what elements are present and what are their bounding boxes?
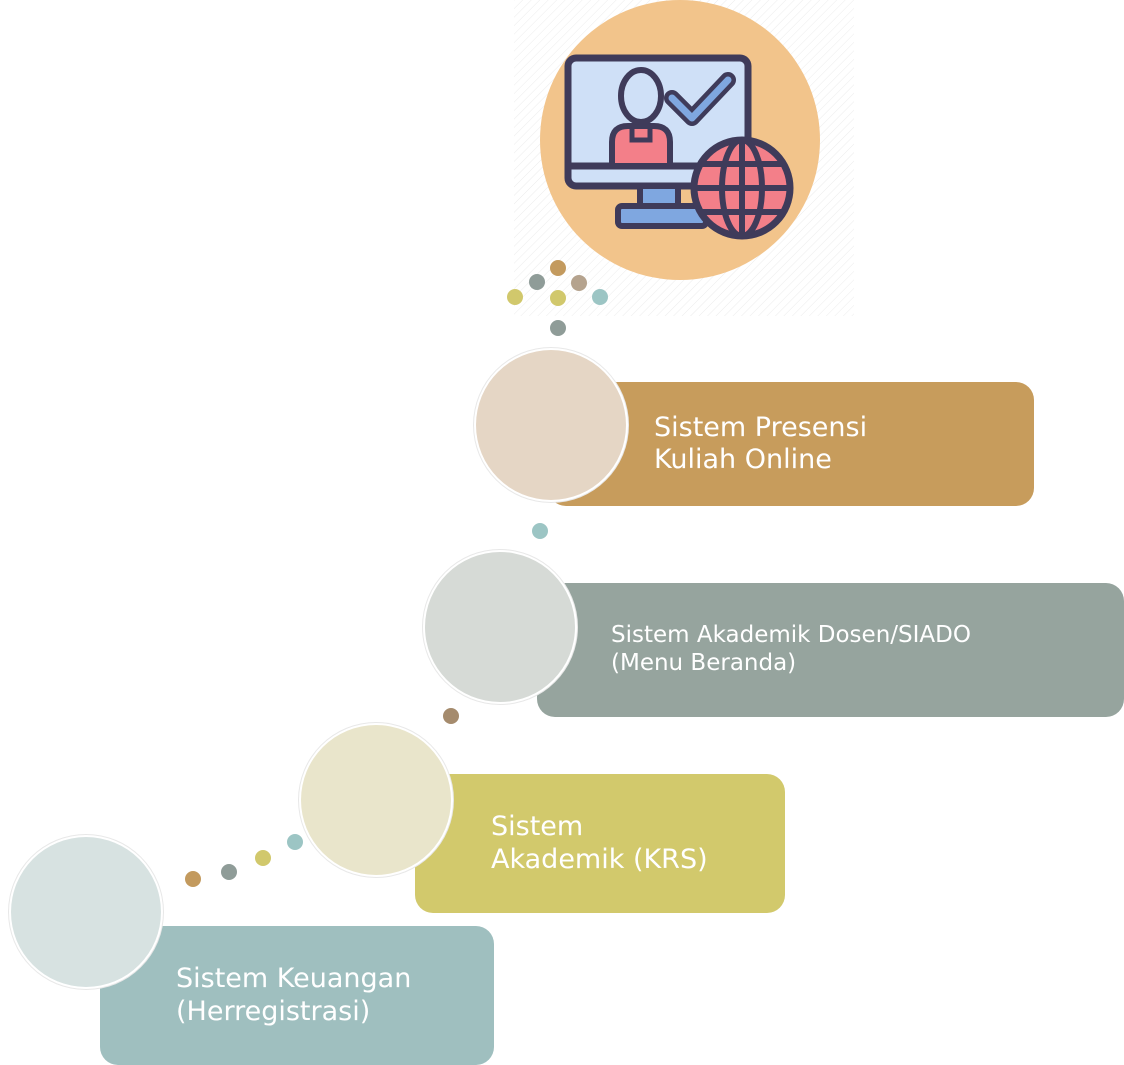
checkmark-icon <box>664 72 736 126</box>
connector-dot <box>221 864 237 880</box>
step-label-line2: Akademik (KRS) <box>491 843 708 875</box>
step-label-line1: Sistem Akademik Dosen/SIADO <box>611 622 971 649</box>
online-attendance-illustration <box>514 0 854 316</box>
step-label-line2: Kuliah Online <box>654 444 832 475</box>
online-attendance-monitor-icon <box>514 0 854 316</box>
connector-dot <box>529 274 545 290</box>
connector-dot <box>571 275 587 291</box>
step-label-line1: Sistem Presensi <box>654 411 868 443</box>
step-label-line2: (Menu Beranda) <box>611 650 797 676</box>
person-icon <box>609 67 673 169</box>
step-box-krs: Sistem Akademik (KRS) <box>415 774 785 913</box>
step-circle-presensi <box>476 350 626 500</box>
step-circle-keuangan <box>11 837 161 987</box>
step-label-line2: (Herregistrasi) <box>176 995 371 1027</box>
connector-dot <box>185 871 201 887</box>
connector-dot <box>443 708 459 724</box>
connector-dot <box>255 850 271 866</box>
globe-icon <box>690 136 794 240</box>
connector-dot <box>287 834 303 850</box>
connector-dot <box>550 290 566 306</box>
step-circle-krs <box>301 725 451 875</box>
step-circle-siado <box>425 552 575 702</box>
monitor-base <box>615 203 709 229</box>
step-box-keuangan: Sistem Keuangan (Herregistrasi) <box>100 926 494 1065</box>
connector-dot <box>592 289 608 305</box>
step-box-presensi: Sistem Presensi Kuliah Online <box>548 382 1034 506</box>
step-box-siado: Sistem Akademik Dosen/SIADO (Menu Berand… <box>537 583 1124 717</box>
connector-dot <box>532 523 548 539</box>
connector-dot <box>550 320 566 336</box>
connector-dot <box>507 289 523 305</box>
connector-dot <box>550 260 566 276</box>
step-label-line1: Sistem Keuangan <box>176 963 412 995</box>
step-label-line1: Sistem <box>491 811 584 843</box>
